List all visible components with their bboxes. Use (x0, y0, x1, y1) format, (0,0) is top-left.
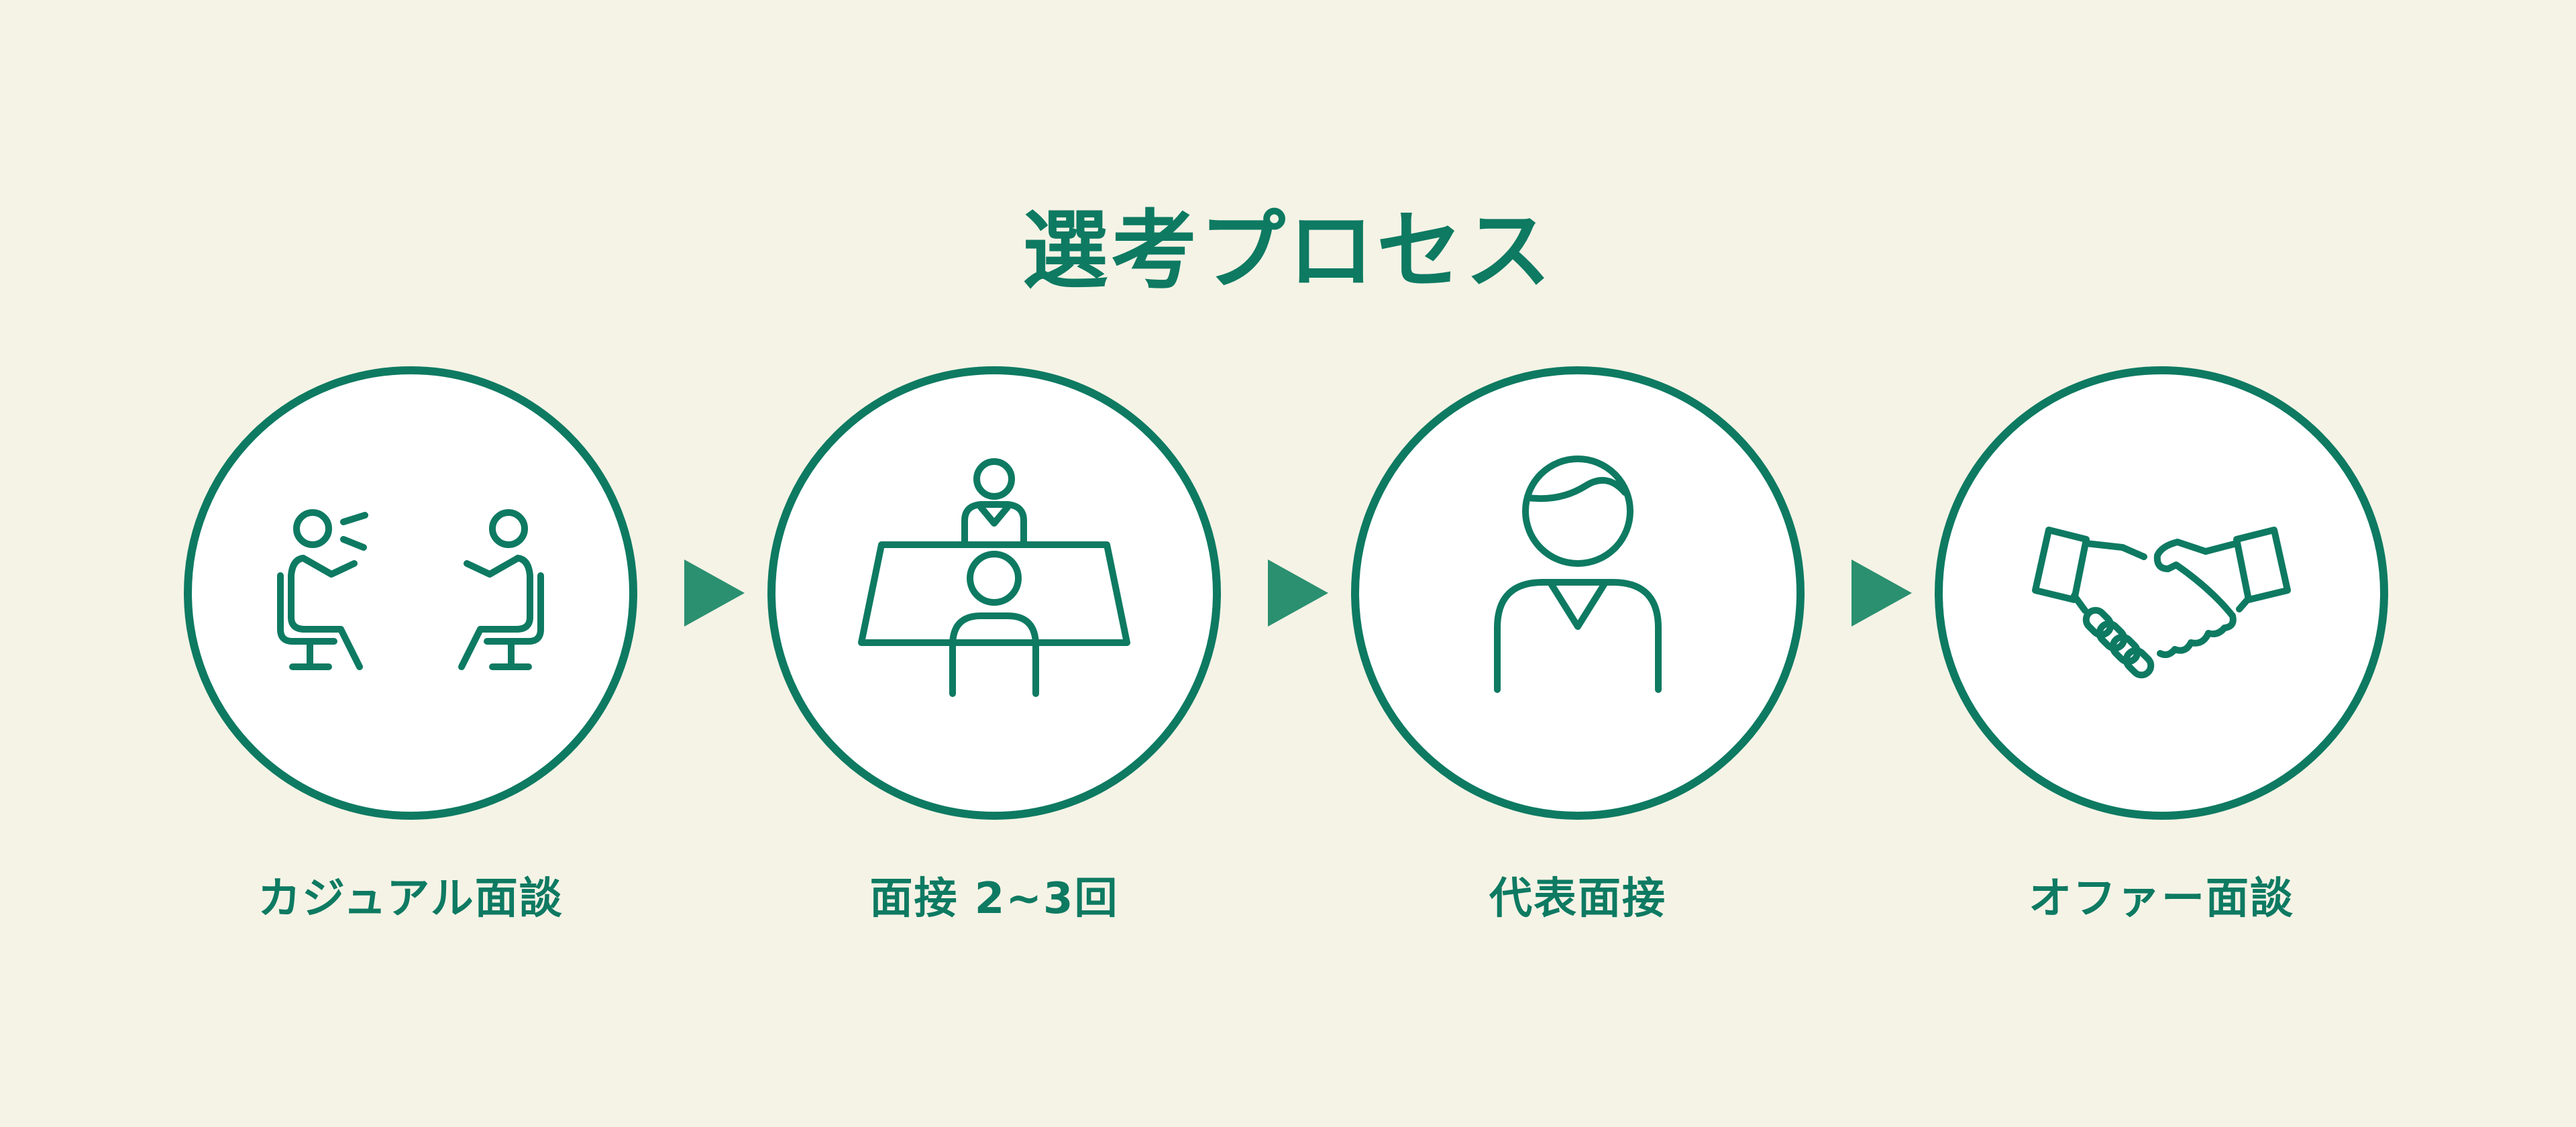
step-ceo-interview (1351, 366, 1805, 820)
interview-table-icon (858, 458, 1130, 697)
step-offer-meeting (1935, 366, 2388, 820)
step-label-offer-meeting: オファー面談 (2029, 874, 2294, 924)
handshake-icon (2032, 527, 2291, 679)
arrow-right-icon (1268, 559, 1328, 627)
step-casual-meeting (184, 366, 637, 820)
step-label-ceo-interview: 代表面接 (1489, 874, 1666, 924)
page-title: 選考プロセス (1022, 201, 1554, 301)
arrow-right-icon (684, 559, 745, 627)
step-interview (767, 366, 1221, 820)
ceo-person-icon (1494, 455, 1662, 693)
casual-meeting-icon (277, 509, 544, 670)
arrow-right-icon (1851, 559, 1912, 627)
step-label-interview: 面接 2~3回 (869, 874, 1119, 924)
step-label-casual-meeting: カジュアル面談 (258, 874, 564, 924)
